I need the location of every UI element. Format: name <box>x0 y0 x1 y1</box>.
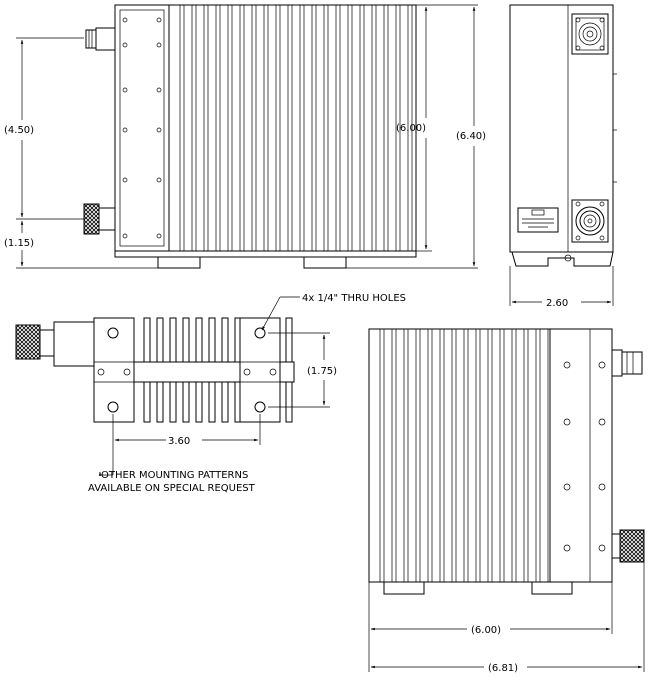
mounting-block-right <box>239 317 281 423</box>
mounting-block-left <box>93 317 135 423</box>
dim-2-60: 2.60 <box>546 298 568 309</box>
front-connector-top <box>85 27 116 51</box>
side-connector-bottom <box>571 199 609 243</box>
bottom-connector-top <box>611 349 643 377</box>
front-connector-bottom <box>83 203 116 235</box>
thru-holes <box>107 327 266 413</box>
dim-1-15: (1.15) <box>4 238 34 249</box>
side-connector-top <box>571 13 609 55</box>
dim-6-40: (6.40) <box>456 131 486 142</box>
side-view: 2.60 <box>509 4 617 309</box>
bottom-cover <box>549 328 613 583</box>
front-cover-plate <box>114 4 170 252</box>
bottom-connector-bottom <box>611 529 645 563</box>
note-thru-holes: 4x 1/4" THRU HOLES <box>302 293 406 304</box>
dim-3-60: 3.60 <box>168 436 190 447</box>
front-heatsink <box>168 4 417 252</box>
bottom-view: (6.00) (6.81) <box>368 328 645 674</box>
top-view: 4x 1/4" THRU HOLES (1.75) 3.60 OTHER MOU… <box>15 293 406 494</box>
dim-6-00-vertical: (6.00) <box>396 123 426 134</box>
bottom-cover-screws <box>563 361 606 552</box>
bottom-foot-right <box>531 581 573 595</box>
bottom-view-fins <box>379 329 553 582</box>
dim-4-50: (4.50) <box>4 125 34 136</box>
front-foot-left <box>157 256 201 269</box>
dim-1-75: (1.75) <box>307 366 337 377</box>
dim-6-00-horizontal: (6.00) <box>471 625 501 636</box>
front-view: (4.50) (1.15) (6.00) (6.40) <box>4 4 486 269</box>
bottom-foot-left <box>383 581 425 595</box>
front-foot-right <box>303 256 347 269</box>
front-plate-screws <box>122 17 162 239</box>
note-mounting-line2: AVAILABLE ON SPECIAL REQUEST <box>88 483 256 494</box>
front-heatsink-fins <box>179 5 413 251</box>
note-mounting-line1: OTHER MOUNTING PATTERNS <box>101 470 248 481</box>
side-label-plate <box>517 207 559 233</box>
front-base <box>114 250 417 258</box>
top-view-connector <box>15 321 95 367</box>
dim-6-81: (6.81) <box>488 663 518 674</box>
